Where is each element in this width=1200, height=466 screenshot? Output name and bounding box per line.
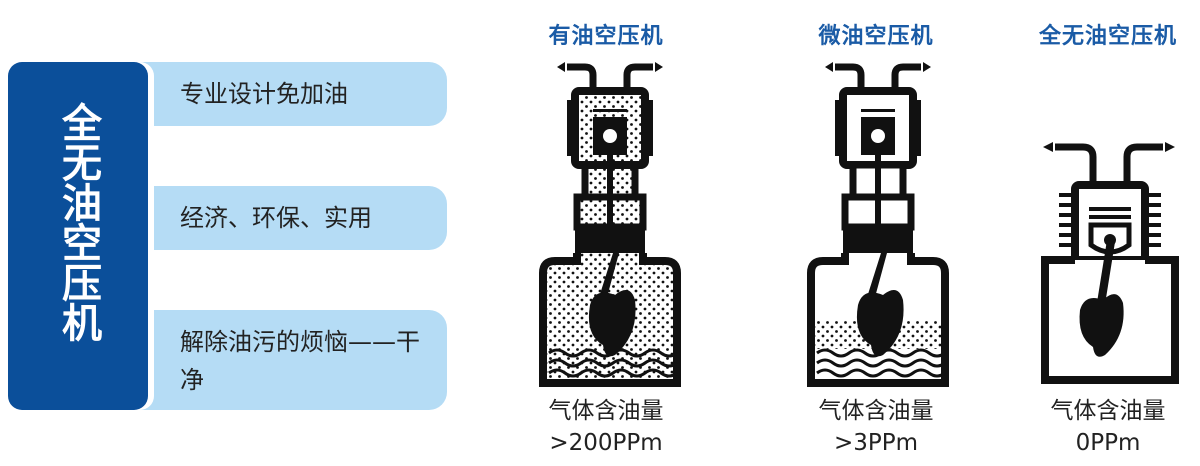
oil-content-value: >200PPm (549, 430, 663, 456)
compressor-title-oiled: 有油空压机 (548, 24, 664, 49)
oil-content-label: 气体含油量 (548, 398, 664, 424)
oil-content-label: 气体含油量 (1050, 398, 1166, 424)
oil-content-value: 0PPm (1075, 430, 1141, 456)
feature-text: 专业设计免加油 (180, 80, 348, 108)
feature-text: 经济、环保、实用 (180, 204, 372, 232)
oil-content-value: >3PPm (833, 430, 919, 456)
oil-content-label: 气体含油量 (818, 398, 934, 424)
oiled-compressor-diagram (539, 62, 681, 387)
micro-oil-compressor-diagram (807, 62, 949, 387)
feature-bar-1: 专业设计免加油 (140, 62, 447, 126)
compressor-title-micro-oil: 微油空压机 (818, 24, 934, 49)
feature-bar-3: 解除油污的烦恼——干净 (140, 310, 447, 410)
panel-title: 全无油空压机 (55, 102, 101, 342)
oil-free-compressor-diagram (1041, 142, 1179, 384)
feature-text: 解除油污的烦恼——干净 (180, 328, 420, 394)
feature-bar-2: 经济、环保、实用 (140, 186, 447, 250)
compressor-title-oil-free: 全无油空压机 (1038, 24, 1177, 49)
oil-free-compressor-heading-panel: 全无油空压机 (8, 62, 148, 410)
